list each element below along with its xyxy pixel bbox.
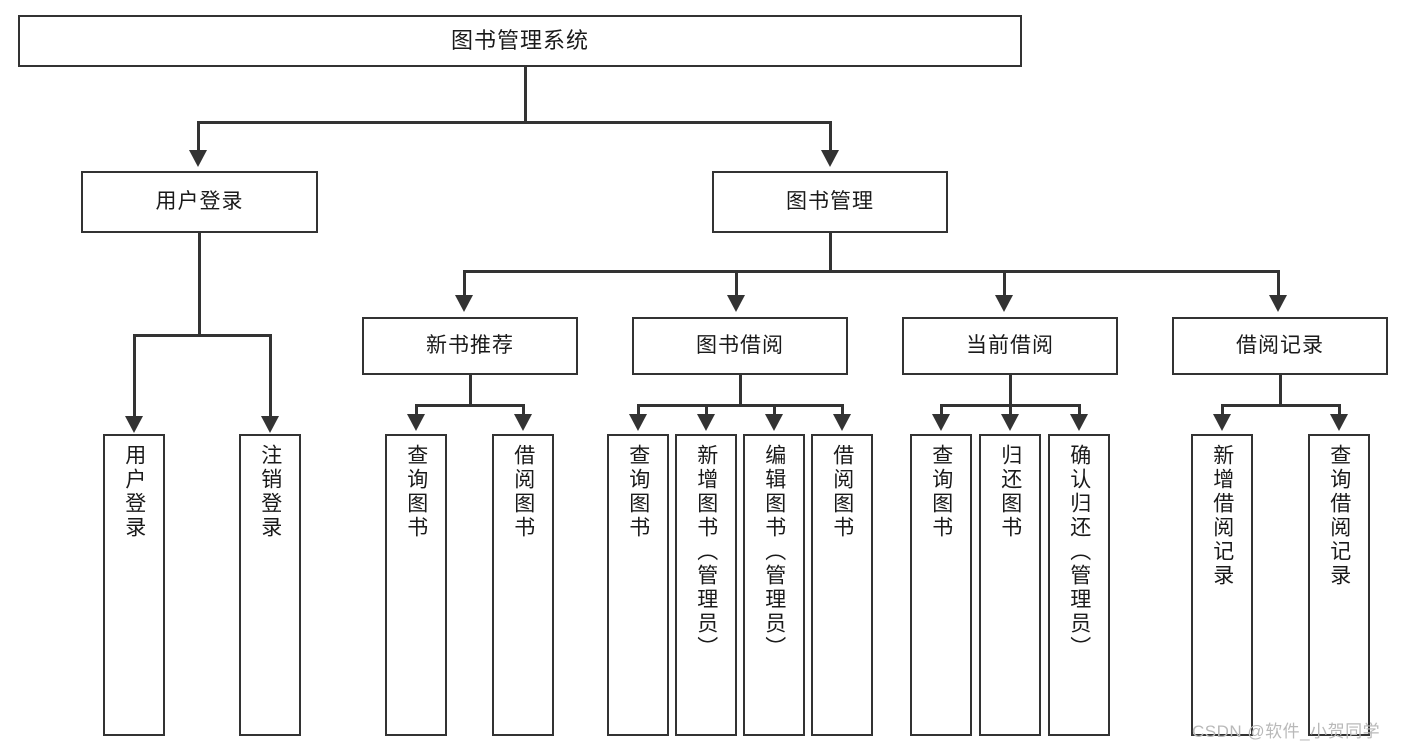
node-label: 编辑图书（管理员）: [762, 444, 786, 660]
connector-bb-to-leaf-2: [705, 404, 708, 415]
arrow-to-leaf-borrow-book-2: [833, 414, 851, 431]
node-label: 归还图书: [998, 444, 1022, 540]
connector-bm-to-current-borrow: [1003, 270, 1006, 296]
connector-root-to-book-management: [829, 121, 832, 151]
node-label: 图书管理系统: [450, 28, 589, 54]
arrow-to-book-borrow: [727, 295, 745, 312]
node-label: 图书管理: [786, 189, 874, 213]
arrow-to-leaf-return-book: [1001, 414, 1019, 431]
connector-book-management-bar: [463, 270, 1280, 273]
connector-nbr-to-leaf-1: [415, 404, 418, 415]
connector-br-to-leaf-1: [1221, 404, 1224, 415]
leaf-return-book[interactable]: 归还图书: [979, 434, 1041, 736]
leaf-confirm-return-admin[interactable]: 确认归还（管理员）: [1048, 434, 1110, 736]
node-label: 新书推荐: [426, 333, 514, 357]
arrow-to-user-login: [189, 150, 207, 167]
connector-nbr-bar: [415, 404, 525, 407]
arrow-to-leaf-add-book: [697, 414, 715, 431]
leaf-add-book-admin[interactable]: 新增图书（管理员）: [675, 434, 737, 736]
leaf-borrow-book[interactable]: 借阅图书: [811, 434, 873, 736]
leaf-query-book-current[interactable]: 查询图书: [910, 434, 972, 736]
leaf-edit-book-admin[interactable]: 编辑图书（管理员）: [743, 434, 805, 736]
connector-br-to-leaf-2: [1338, 404, 1341, 415]
node-user-login[interactable]: 用户登录: [81, 171, 318, 233]
connector-book-management-trunk: [829, 233, 832, 272]
arrow-to-current-borrow: [995, 295, 1013, 312]
node-label: 图书借阅: [696, 333, 784, 357]
arrow-to-leaf-user-login: [125, 416, 143, 433]
connector-br-bar: [1221, 404, 1340, 407]
node-book-management[interactable]: 图书管理: [712, 171, 948, 233]
connector-cb-to-leaf-3: [1078, 404, 1081, 415]
leaf-query-borrow-record[interactable]: 查询借阅记录: [1308, 434, 1370, 736]
leaf-borrow-book-recommend[interactable]: 借阅图书: [492, 434, 554, 736]
connector-root-bar: [197, 121, 831, 124]
node-label: 查询图书: [929, 444, 953, 540]
connector-nbr-to-leaf-2: [522, 404, 525, 415]
connector-user-login-trunk: [198, 233, 201, 336]
node-new-book-recommend[interactable]: 新书推荐: [362, 317, 578, 375]
connector-bb-to-leaf-3: [773, 404, 776, 415]
connector-bm-to-new-book-rec: [463, 270, 466, 296]
connector-nbr-trunk: [469, 375, 472, 406]
leaf-query-book-recommend[interactable]: 查询图书: [385, 434, 447, 736]
arrow-to-leaf-edit-book: [765, 414, 783, 431]
node-label: 查询图书: [404, 444, 428, 540]
arrow-to-book-management: [821, 150, 839, 167]
connector-root-to-user-login: [197, 121, 200, 151]
leaf-user-login[interactable]: 用户登录: [103, 434, 165, 736]
node-label: 用户登录: [122, 444, 146, 540]
node-root-book-management-system[interactable]: 图书管理系统: [18, 15, 1022, 67]
node-book-borrow[interactable]: 图书借阅: [632, 317, 848, 375]
node-current-borrow[interactable]: 当前借阅: [902, 317, 1118, 375]
arrow-to-leaf-query-book-3: [932, 414, 950, 431]
connector-cb-trunk: [1009, 375, 1012, 406]
arrow-to-new-book-recommend: [455, 295, 473, 312]
connector-user-login-to-leaf-1: [133, 334, 136, 417]
arrow-to-leaf-add-borrow-record: [1213, 414, 1231, 431]
leaf-logout[interactable]: 注销登录: [239, 434, 301, 736]
connector-root-trunk: [524, 67, 527, 122]
leaf-query-book-borrow[interactable]: 查询图书: [607, 434, 669, 736]
arrow-to-leaf-query-book-2: [629, 414, 647, 431]
arrow-to-leaf-query-borrow-record: [1330, 414, 1348, 431]
arrow-to-leaf-logout: [261, 416, 279, 433]
connector-cb-to-leaf-1: [940, 404, 943, 415]
arrow-to-leaf-query-book-1: [407, 414, 425, 431]
connector-bb-bar: [637, 404, 844, 407]
leaf-add-borrow-record[interactable]: 新增借阅记录: [1191, 434, 1253, 736]
connector-bb-to-leaf-4: [841, 404, 844, 415]
connector-bb-to-leaf-1: [637, 404, 640, 415]
node-label: 确认归还（管理员）: [1067, 444, 1091, 660]
node-label: 借阅记录: [1236, 333, 1324, 357]
connector-bm-to-borrow-record: [1277, 270, 1280, 296]
connector-br-trunk: [1279, 375, 1282, 406]
node-label: 查询图书: [626, 444, 650, 540]
node-label: 借阅图书: [511, 444, 535, 540]
node-label: 查询借阅记录: [1327, 444, 1351, 588]
node-label: 新增图书（管理员）: [694, 444, 718, 660]
connector-user-login-to-leaf-2: [269, 334, 272, 417]
watermark-csdn: CSDN @软件_小贺同学: [1192, 722, 1381, 741]
node-label: 用户登录: [155, 189, 244, 213]
node-label: 借阅图书: [830, 444, 854, 540]
node-label: 当前借阅: [966, 333, 1054, 357]
node-label: 新增借阅记录: [1210, 444, 1234, 588]
connector-cb-to-leaf-2: [1009, 404, 1012, 415]
arrow-to-leaf-borrow-book-1: [514, 414, 532, 431]
connector-bm-to-book-borrow: [735, 270, 738, 296]
node-label: 注销登录: [258, 444, 282, 540]
arrow-to-borrow-record: [1269, 295, 1287, 312]
arrow-to-leaf-confirm-return: [1070, 414, 1088, 431]
connector-bb-trunk: [739, 375, 742, 406]
node-borrow-record[interactable]: 借阅记录: [1172, 317, 1388, 375]
connector-user-login-bar: [133, 334, 272, 337]
